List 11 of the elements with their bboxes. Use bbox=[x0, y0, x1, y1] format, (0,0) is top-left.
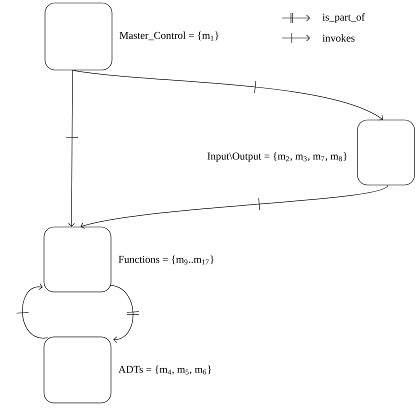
arrow bbox=[110, 284, 140, 344]
node-label: Input\Output = {m$_{2}$, m$_{3}$, m$_{7}$, m$_{8}$} bbox=[207, 152, 347, 162]
arrow bbox=[72, 70, 383, 120]
arrow bbox=[16, 283, 48, 338]
arrow bbox=[66, 70, 78, 227]
legend-label: invokes bbox=[322, 34, 355, 42]
node-label: Master_Control = {m$_{1}$} bbox=[120, 32, 218, 40]
node-label: ADTs = {m$_{4}$, m$_{5}$, m$_{6}$} bbox=[118, 366, 212, 374]
legend-label: is_part_of bbox=[322, 13, 365, 23]
node-label: Functions = {m$_{9}$..m$_{17}$} bbox=[118, 256, 214, 264]
arrow bbox=[80, 184, 388, 229]
